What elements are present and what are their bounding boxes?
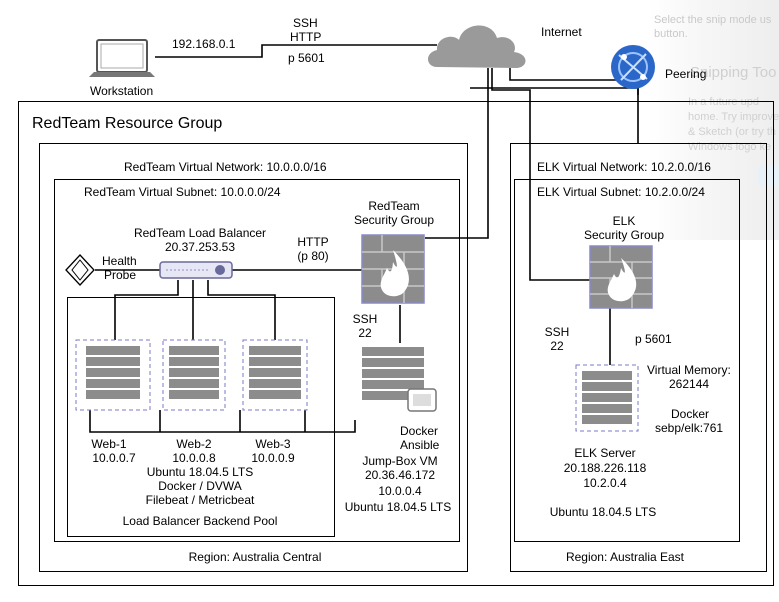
resource-group-box	[18, 101, 774, 586]
redteam-ssh-label: SSH	[352, 312, 378, 326]
web-apps: Docker / DVWA	[158, 479, 242, 493]
peering-icon	[611, 45, 655, 89]
load-balancer-name: RedTeam Load Balancer	[133, 226, 267, 240]
elk-vm-value: 262144	[669, 377, 710, 391]
web-os: Ubuntu 18.04.5 LTS	[146, 465, 254, 479]
laptop-icon	[89, 39, 155, 77]
elk-server-private-ip: 10.2.0.4	[583, 476, 627, 490]
web2-ip: 10.0.0.8	[172, 451, 216, 465]
redteam-sg-label: RedTeam	[368, 199, 420, 213]
redteam-vnet-label: RedTeam Virtual Network: 10.0.0.0/16	[124, 160, 327, 174]
backend-pool-label: Load Balancer Backend Pool	[122, 514, 278, 528]
elk-subnet-label: ELK Virtual Subnet: 10.2.0.0/24	[537, 185, 705, 199]
elk-docker-label: Docker	[671, 407, 710, 421]
elk-docker-image: sebp/elk:761	[655, 421, 724, 435]
redteam-sg-label: Security Group	[353, 213, 435, 227]
elk-vnet-label: ELK Virtual Network: 10.2.0.0/16	[537, 160, 711, 174]
web1-server-icon	[75, 339, 151, 411]
workstation-label: Workstation	[90, 84, 154, 98]
elk-firewall-icon	[589, 245, 653, 309]
elk-vnet-box	[510, 143, 767, 572]
elk-os: Ubuntu 18.04.5 LTS	[549, 505, 657, 519]
load-balancer-icon	[159, 261, 233, 279]
overlay-text: Select the snip mode us	[654, 14, 772, 26]
web-beats: Filebeat / Metricbeat	[145, 493, 255, 507]
elk-port-label: p 5601	[635, 332, 672, 346]
redteam-region: Region: Australia Central	[188, 550, 322, 564]
elk-sg-label: ELK	[612, 214, 636, 228]
redteam-firewall-icon	[361, 234, 425, 304]
jumpbox-server-icon	[362, 347, 437, 412]
jumpbox-tools: Ansible	[400, 438, 440, 452]
resource-group-title: RedTeam Resource Group	[32, 115, 223, 132]
redteam-subnet-label: RedTeam Virtual Subnet: 10.0.0.0/24	[84, 185, 281, 199]
overlay-text: In a future upd	[688, 96, 759, 108]
elk-server-name: ELK Server	[574, 446, 636, 460]
backend-pool-box	[67, 297, 335, 537]
elk-ssh-port: 22	[550, 339, 564, 353]
elk-ssh-label: SSH	[544, 325, 570, 339]
link-port-label: p 5601	[288, 51, 325, 65]
web2-name: Web-2	[176, 437, 212, 451]
http-link-label: HTTP	[297, 235, 329, 249]
web1-name: Web-1	[91, 437, 127, 451]
overlay-text: Windows logo ke	[688, 141, 772, 153]
redteam-vnet-box	[39, 143, 468, 572]
load-balancer-ip: 20.37.253.53	[164, 240, 236, 254]
web3-name: Web-3	[255, 437, 291, 451]
overlay-title: Snipping Too	[690, 64, 777, 81]
elk-server-public-ip: 20.188.226.118	[563, 461, 647, 475]
redteam-ssh-port: 22	[358, 326, 372, 340]
elk-server-icon	[575, 364, 639, 432]
redteam-subnet-box	[54, 179, 460, 542]
overlay-text: button.	[654, 28, 688, 40]
snipping-tool-overlay: Select the snip mode us button. Snipping…	[648, 0, 779, 240]
web3-server-icon	[242, 339, 308, 411]
overlay-text: home. Try improve	[688, 111, 779, 123]
jumpbox-private-ip: 10.0.0.4	[378, 484, 422, 498]
internet-label: Internet	[541, 25, 582, 39]
web2-server-icon	[162, 339, 226, 411]
elk-vm-label: Virtual Memory:	[647, 363, 731, 377]
health-probe-icon	[65, 254, 95, 286]
health-probe-label: Probe	[104, 268, 137, 282]
jumpbox-public-ip: 20.36.46.172	[364, 468, 436, 482]
link-ssh-label: SSH	[293, 16, 318, 30]
peering-label: Peering	[665, 67, 707, 81]
elk-region: Region: Australia East	[565, 550, 685, 564]
link-http-label: HTTP	[290, 30, 322, 44]
elk-subnet-box	[514, 179, 740, 542]
jumpbox-tools: Docker	[400, 424, 439, 438]
cloud-icon	[427, 25, 526, 68]
health-probe-label: Health	[102, 254, 137, 268]
workstation-ip: 192.168.0.1	[172, 37, 236, 51]
http-link-port: (p 80)	[297, 249, 329, 263]
web1-ip: 10.0.0.7	[92, 451, 136, 465]
jumpbox-os: Ubuntu 18.04.5 LTS	[344, 500, 452, 514]
web3-ip: 10.0.0.9	[251, 451, 295, 465]
overlay-text: & Sketch (or try th	[688, 126, 777, 138]
elk-sg-label: Security Group	[583, 228, 665, 242]
jumpbox-name: Jump-Box VM	[362, 454, 438, 468]
